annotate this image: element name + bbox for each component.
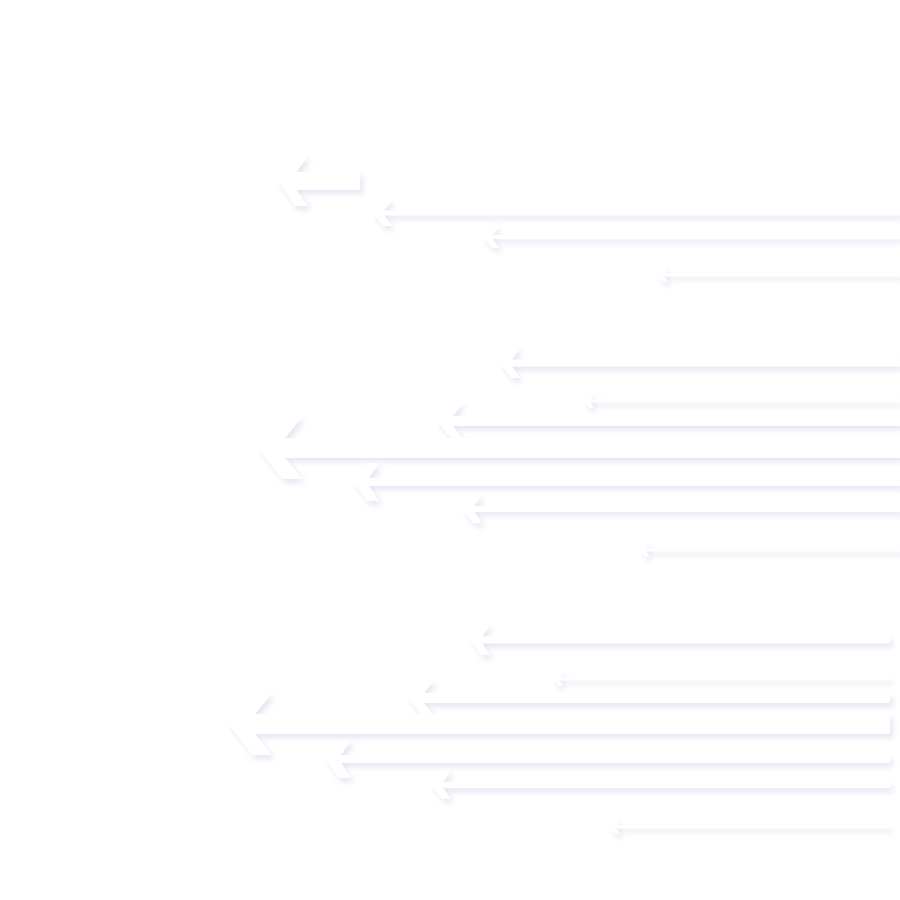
left-arrow-icon	[437, 403, 900, 443]
top-arrow-group	[278, 156, 900, 286]
arrow-body	[500, 348, 900, 378]
arrow-body	[325, 740, 890, 778]
left-arrow-icon	[553, 672, 893, 690]
left-arrow-icon	[278, 156, 363, 210]
arrow-shadow	[587, 398, 900, 412]
arrow-body	[553, 672, 890, 686]
left-arrow-icon	[353, 463, 900, 505]
arrow-shadow	[643, 547, 900, 561]
arrow-shadow	[465, 499, 900, 527]
left-arrow-icon	[470, 625, 893, 659]
left-arrow-icon	[431, 771, 893, 803]
left-arrow-icon	[584, 394, 900, 412]
arrow-shadow	[486, 230, 900, 252]
arrow-shadow	[434, 775, 893, 803]
left-arrow-icon	[483, 226, 900, 252]
left-arrow-icon	[408, 680, 893, 720]
arrow-body	[431, 771, 890, 799]
bottom-arrow-group	[228, 625, 893, 838]
left-arrow-icon	[610, 820, 893, 838]
arrow-shadow	[375, 204, 900, 230]
left-arrow-icon	[658, 268, 900, 286]
left-arrow-icon	[462, 495, 900, 527]
arrow-body	[462, 495, 900, 523]
arrow-body	[408, 680, 890, 716]
arrow-body	[610, 820, 890, 834]
arrow-body	[584, 394, 900, 408]
left-arrow-icon	[500, 348, 900, 382]
arrow-body	[437, 403, 900, 439]
arrow-body	[640, 543, 900, 557]
arrow-body	[353, 463, 900, 501]
arrow-body	[228, 693, 890, 755]
arrow-body	[658, 268, 900, 282]
left-arrow-icon	[228, 693, 893, 759]
arrow-body	[278, 156, 360, 206]
left-arrow-icon	[640, 543, 900, 561]
arrow-body	[258, 417, 900, 479]
arrow-shadow	[503, 352, 900, 382]
arrow-shadow	[473, 629, 893, 659]
left-arrow-icon	[258, 417, 900, 483]
left-arrow-icon	[325, 740, 893, 782]
arrow-body	[372, 200, 900, 226]
middle-arrow-group	[258, 348, 900, 561]
arrow-body	[483, 226, 900, 248]
arrow-shadow	[613, 824, 893, 838]
arrow-body	[470, 625, 890, 655]
left-arrow-icon	[372, 200, 900, 230]
arrow-shadow	[556, 676, 893, 690]
arrow-shadow	[661, 272, 900, 286]
